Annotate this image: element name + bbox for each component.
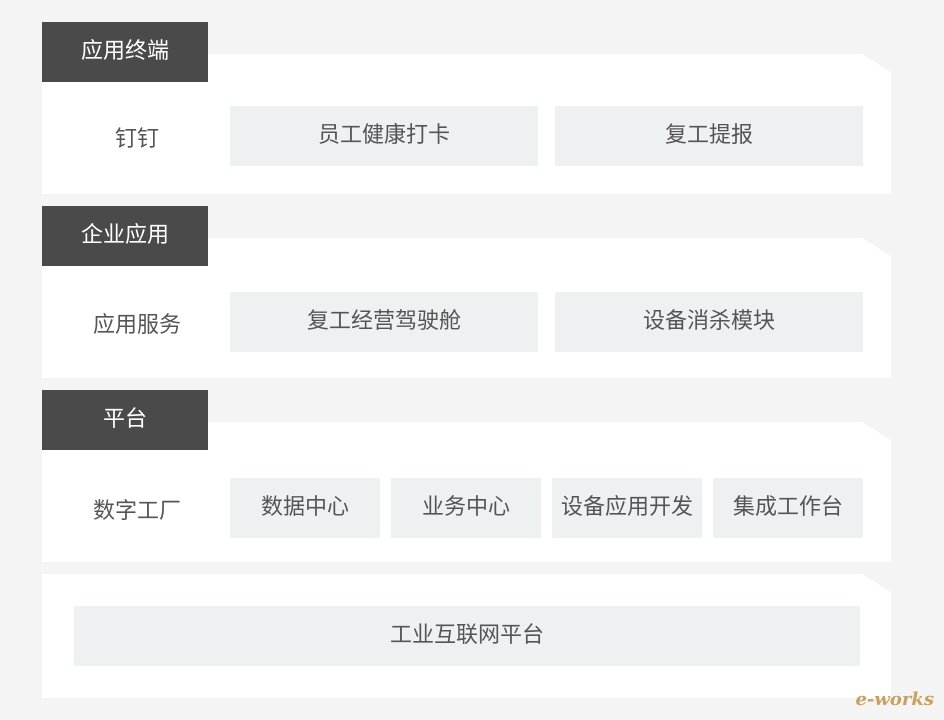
box-resume-report: 复工提报 — [555, 106, 863, 166]
box-cockpit: 复工经营驾驶舱 — [230, 292, 538, 352]
section-platform-tab: 平台 — [42, 390, 208, 450]
section-terminal-tab: 应用终端 — [42, 22, 208, 82]
box-health-checkin: 员工健康打卡 — [230, 106, 538, 166]
row-label-digital-factory: 数字工厂 — [92, 499, 181, 524]
box-disinfection-module: 设备消杀模块 — [555, 292, 863, 352]
box-device-app-dev: 设备应用开发 — [552, 478, 702, 538]
row-label-dingtalk: 钉钉 — [114, 127, 159, 152]
eworks-logo: e-works — [855, 689, 934, 710]
box-industrial-internet-platform: 工业互联网平台 — [74, 606, 860, 666]
row-label-app-services: 应用服务 — [92, 313, 181, 338]
box-integration-workbench: 集成工作台 — [713, 478, 863, 538]
section-enterprise-tab: 企业应用 — [42, 206, 208, 266]
box-data-center: 数据中心 — [230, 478, 380, 538]
box-business-center: 业务中心 — [391, 478, 541, 538]
